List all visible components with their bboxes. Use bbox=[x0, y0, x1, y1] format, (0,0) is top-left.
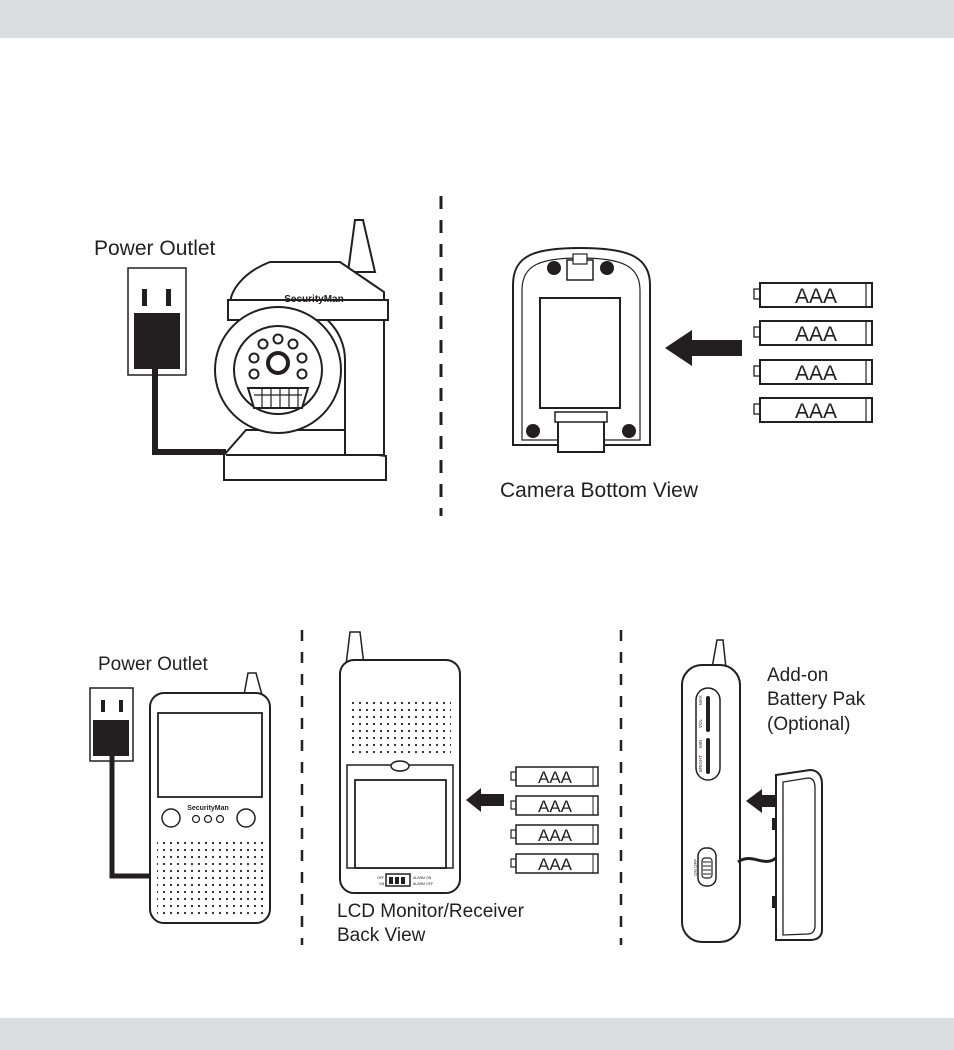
lcd-batteries: AAA AAA AAA AAA bbox=[510, 766, 599, 874]
camera-bottom-view bbox=[512, 246, 651, 453]
pak-cable bbox=[737, 856, 777, 864]
addon-battery-pak bbox=[772, 768, 823, 941]
battery-aaa: AAA bbox=[510, 853, 599, 874]
battery-label: AAA bbox=[795, 400, 837, 423]
battery-aaa: AAA bbox=[753, 282, 873, 308]
power-outlet-label-bottom: Power Outlet bbox=[98, 654, 208, 675]
battery-aaa: AAA bbox=[753, 320, 873, 346]
battery-label: AAA bbox=[795, 285, 837, 308]
on-text: ON bbox=[379, 882, 385, 886]
battery-aaa: AAA bbox=[510, 824, 599, 845]
camera-brand-text: SecurityMan bbox=[284, 294, 343, 305]
lcd-monitor-back bbox=[339, 631, 461, 894]
max-text: MAX bbox=[698, 695, 703, 705]
battery-label: AAA bbox=[538, 768, 573, 787]
on-off-text: ON OFF bbox=[693, 859, 698, 876]
footer-band bbox=[0, 1018, 954, 1050]
battery-label: AAA bbox=[538, 826, 573, 845]
camera-front bbox=[214, 219, 389, 481]
battery-aaa: AAA bbox=[510, 795, 599, 816]
power-cord-top bbox=[152, 369, 226, 455]
bright-text: BRIGHT bbox=[698, 755, 703, 772]
alarm-off-text: ALARM OFF bbox=[413, 882, 433, 886]
vol-text: VOL bbox=[698, 718, 703, 728]
battery-aaa: AAA bbox=[753, 397, 873, 423]
addon-label-line3: (Optional) bbox=[767, 714, 851, 735]
lcd-monitor-front bbox=[149, 672, 271, 924]
battery-label: AAA bbox=[795, 362, 837, 385]
addon-label-line2: Battery Pak bbox=[767, 689, 866, 710]
battery-aaa: AAA bbox=[753, 359, 873, 385]
lcd-monitor-side bbox=[681, 639, 741, 943]
off-text: OFF bbox=[377, 876, 384, 880]
insert-arrow-lcd bbox=[466, 788, 504, 812]
power-outlet-bottom bbox=[89, 687, 134, 762]
insert-arrow-camera bbox=[665, 330, 742, 366]
insert-arrow-pak bbox=[746, 789, 784, 813]
header-band bbox=[0, 0, 954, 38]
battery-aaa: AAA bbox=[510, 766, 599, 787]
battery-label: AAA bbox=[538, 797, 573, 816]
battery-label: AAA bbox=[538, 855, 573, 874]
lcd-back-view-label-line1: LCD Monitor/Receiver bbox=[337, 901, 524, 922]
camera-bottom-view-label: Camera Bottom View bbox=[500, 479, 699, 502]
battery-label: AAA bbox=[795, 323, 837, 346]
power-cord-bottom bbox=[109, 756, 152, 879]
power-outlet-label-top: Power Outlet bbox=[94, 237, 216, 260]
alarm-on-text: ALARM ON bbox=[413, 876, 432, 880]
camera-batteries: AAA AAA AAA AAA bbox=[753, 282, 873, 423]
addon-label-line1: Add-on bbox=[767, 665, 829, 686]
power-outlet-top bbox=[127, 267, 187, 376]
lcd-back-view-label-line2: Back View bbox=[337, 925, 426, 946]
lcd-brand-text: SecurityMan bbox=[187, 805, 229, 812]
min-text: MIN bbox=[698, 740, 703, 748]
